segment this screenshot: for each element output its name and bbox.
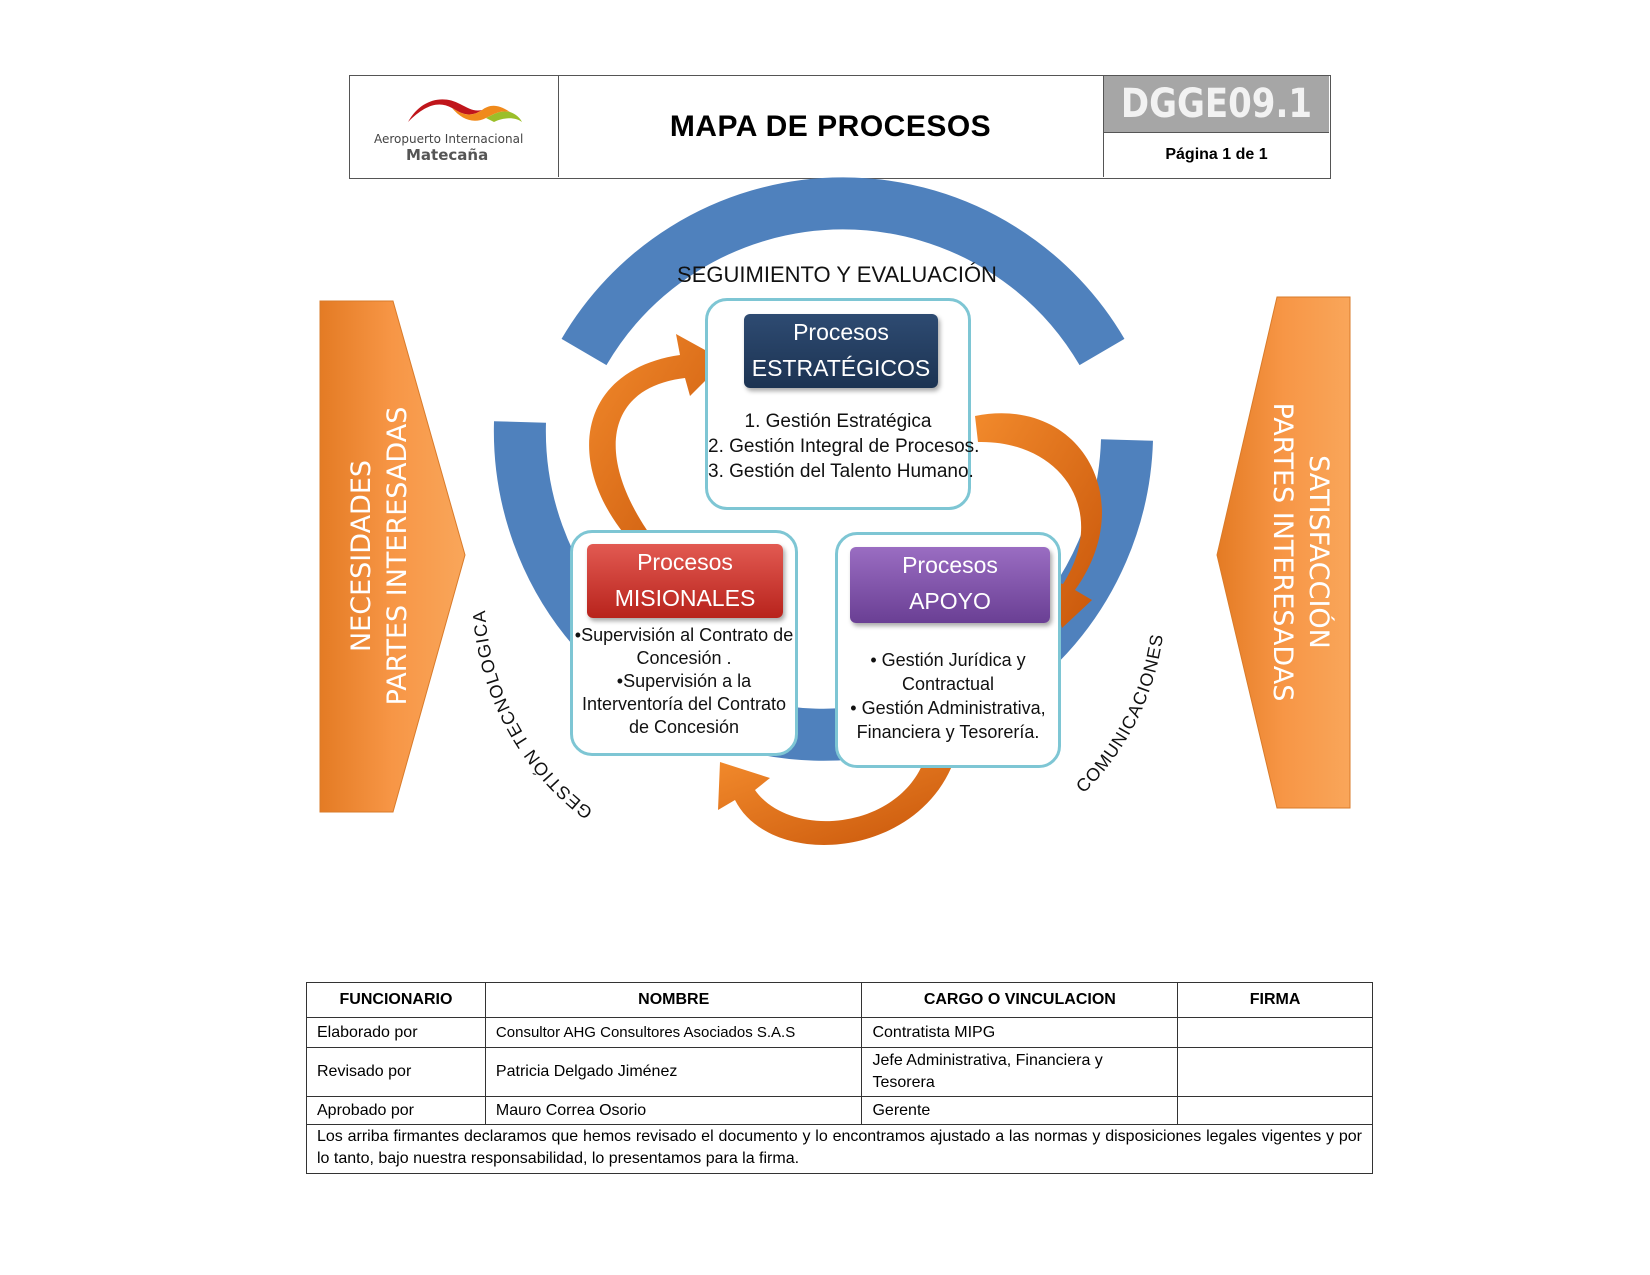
- page-number: Página 1 de 1: [1165, 146, 1268, 163]
- title-cell: MAPA DE PROCESOS: [558, 76, 1104, 177]
- cell-name: Consultor AHG Consultores Asociados S.A.…: [484, 1017, 863, 1048]
- table-row: Aprobado por Mauro Correa Osorio Gerente: [306, 1096, 1373, 1125]
- support-title-badge: Procesos APOYO: [850, 547, 1050, 623]
- missional-title2: MISIONALES: [614, 585, 756, 611]
- cell-role: Elaborado por: [306, 1017, 486, 1048]
- ring-top-label: SEGUIMIENTO Y EVALUACIÓN: [677, 262, 997, 287]
- support-item: • Gestión Administrativa,: [850, 698, 1046, 718]
- support-item: Contractual: [901, 674, 995, 694]
- support-items: • Gestión Jurídica y Contractual • Gesti…: [838, 648, 1058, 744]
- left-arrow-line1: NECESIDADES: [346, 460, 377, 652]
- support-process-box: Procesos APOYO • Gestión Jurídica y Cont…: [835, 532, 1061, 768]
- cell-position: Jefe Administrativa, Financiera y Tesore…: [861, 1047, 1179, 1097]
- header-firma: FIRMA: [1177, 982, 1373, 1018]
- cell-signature: [1177, 1096, 1373, 1125]
- logo-line2: Matecaña: [406, 146, 489, 164]
- cell-position: Contratista MIPG: [861, 1017, 1179, 1048]
- document-code: DGGE09.1: [1120, 81, 1313, 127]
- missional-title-badge: Procesos MISIONALES: [587, 544, 783, 618]
- support-title2: APOYO: [909, 588, 991, 614]
- strategic-item: 2. Gestión Integral de Procesos.: [708, 436, 980, 457]
- right-arrow-labels: SATISFACCIÓN PARTES INTERESADAS: [1267, 403, 1335, 702]
- strategic-process-box: Procesos ESTRATÉGICOS 1. Gestión Estraté…: [705, 298, 980, 510]
- missional-items: •Supervisión al Contrato de Concesión . …: [573, 624, 795, 739]
- missional-item: Concesión .: [636, 648, 732, 668]
- cell-name: Patricia Delgado Jiménez: [484, 1047, 863, 1097]
- header-nombre: NOMBRE: [484, 982, 863, 1018]
- left-arrow-labels: NECESIDADES PARTES INTERESADAS: [346, 407, 413, 706]
- airport-logo-icon: [408, 99, 522, 122]
- missional-item: •Supervisión al Contrato de: [574, 625, 794, 645]
- cell-role: Aprobado por: [306, 1096, 486, 1125]
- table-note-row: Los arriba firmantes declaramos que hemo…: [306, 1124, 1373, 1174]
- cell-name: Mauro Correa Osorio: [484, 1096, 863, 1125]
- strategic-title1: Procesos: [793, 319, 889, 345]
- support-item: Financiera y Tesorería.: [856, 722, 1040, 742]
- strategic-item: 1. Gestión Estratégica: [744, 411, 932, 432]
- table-row: Elaborado por Consultor AHG Consultores …: [306, 1017, 1373, 1048]
- document-title: MAPA DE PROCESOS: [669, 109, 992, 143]
- ring-right-label: COMUNICACIONES: [1072, 632, 1167, 796]
- arrow-support-to-missional: [718, 758, 955, 845]
- strategic-title2: ESTRATÉGICOS: [751, 355, 931, 381]
- table-header-row: FUNCIONARIO NOMBRE CARGO O VINCULACION F…: [306, 982, 1373, 1018]
- strategic-items: 1. Gestión Estratégica 2. Gestión Integr…: [708, 409, 980, 484]
- cell-position: Gerente: [861, 1096, 1179, 1125]
- missional-title1: Procesos: [637, 549, 733, 575]
- strategic-title-badge: Procesos ESTRATÉGICOS: [744, 314, 938, 388]
- right-satisfaction-arrow: [1216, 296, 1351, 809]
- ring-right-textpath: COMUNICACIONES: [1072, 632, 1166, 796]
- logo-cell: Aeropuerto Internacional Matecaña: [350, 76, 559, 177]
- support-title1: Procesos: [902, 552, 998, 578]
- missional-item: •Supervisión a la: [616, 671, 752, 691]
- missional-item: Interventoría del Contrato: [581, 694, 787, 714]
- missional-process-box: Procesos MISIONALES •Supervisión al Cont…: [570, 530, 798, 756]
- declaration-note: Los arriba firmantes declaramos que hemo…: [306, 1124, 1373, 1174]
- missional-item: de Concesión: [628, 717, 740, 737]
- code-cell: DGGE09.1: [1104, 76, 1329, 133]
- left-needs-arrow: [319, 300, 466, 813]
- support-item: • Gestión Jurídica y: [870, 650, 1026, 670]
- header-cargo: CARGO O VINCULACION: [861, 982, 1179, 1018]
- page-cell: Página 1 de 1: [1104, 133, 1329, 177]
- logo-line1: Aeropuerto Internacional: [374, 132, 524, 146]
- cell-signature: [1177, 1017, 1373, 1048]
- table-row: Revisado por Patricia Delgado Jiménez Je…: [306, 1047, 1373, 1097]
- header-funcionario: FUNCIONARIO: [306, 982, 486, 1018]
- cell-signature: [1177, 1047, 1373, 1097]
- cell-role: Revisado por: [306, 1047, 486, 1097]
- approval-table: FUNCIONARIO NOMBRE CARGO O VINCULACION F…: [306, 982, 1373, 1174]
- document-header: Aeropuerto Internacional Matecaña MAPA D…: [349, 75, 1331, 179]
- left-arrow-line2: PARTES INTERESADAS: [382, 407, 413, 706]
- right-arrow-line2: PARTES INTERESADAS: [1267, 403, 1298, 702]
- right-arrow-line1: SATISFACCIÓN: [1303, 455, 1335, 649]
- strategic-item: 3. Gestión del Talento Humano.: [708, 461, 974, 482]
